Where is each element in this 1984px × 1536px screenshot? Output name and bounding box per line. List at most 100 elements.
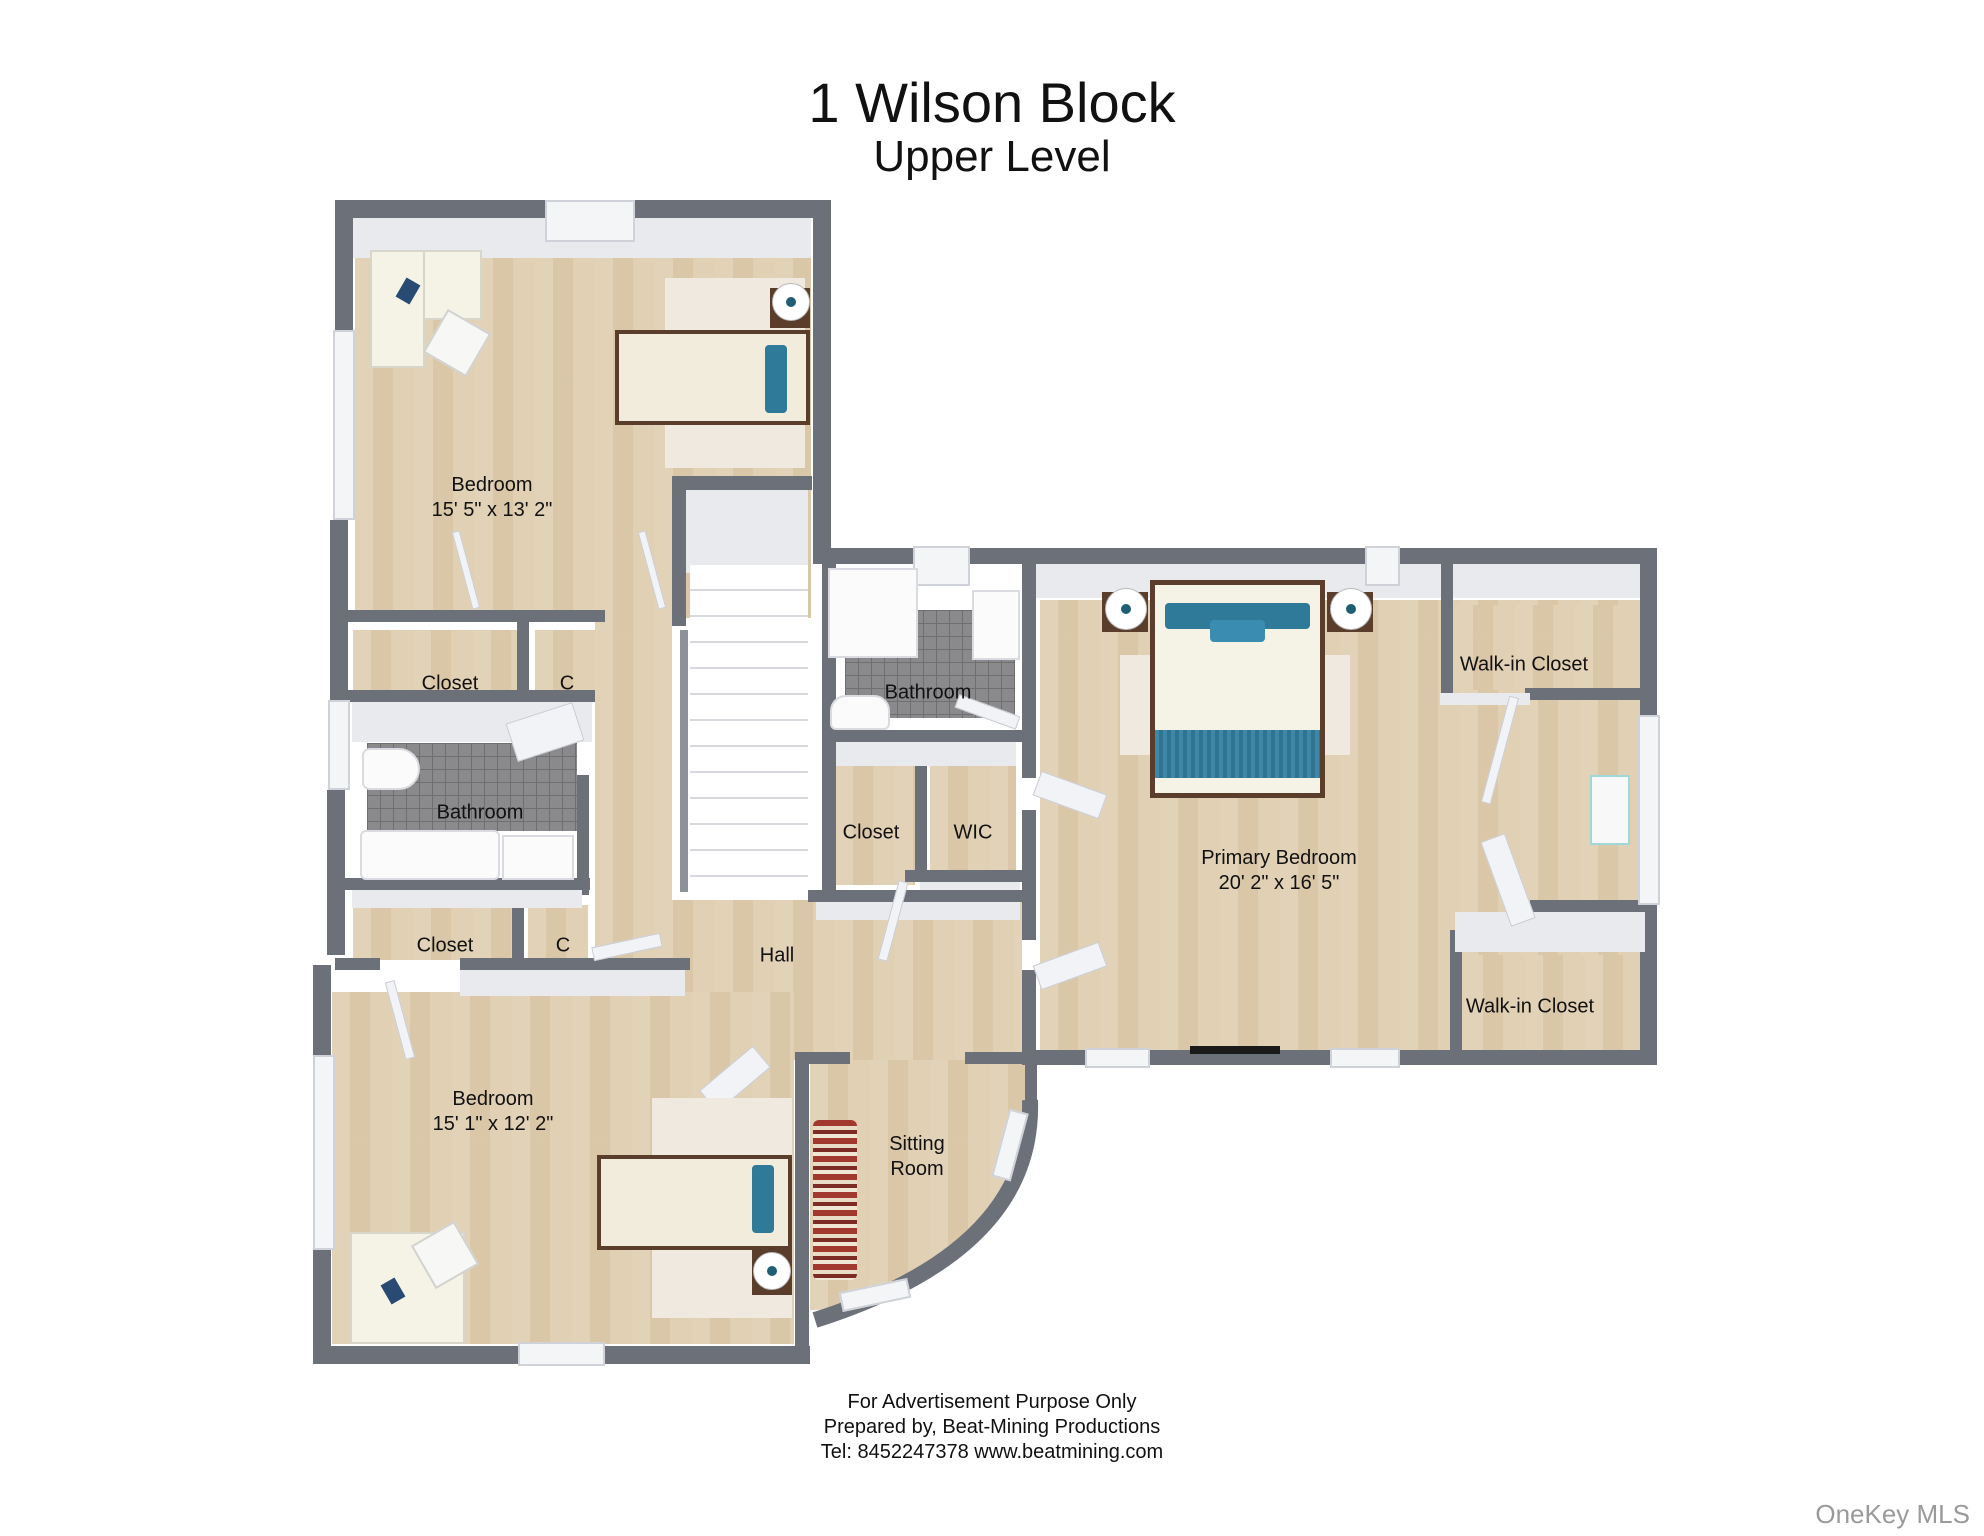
wall [1022, 548, 1036, 778]
wall [605, 1346, 810, 1364]
vanity [972, 590, 1020, 660]
window [1330, 1048, 1400, 1068]
shower [828, 568, 918, 658]
wall [335, 958, 380, 970]
wall [905, 870, 1022, 882]
floor-walkin-top [1455, 605, 1625, 690]
pillow [752, 1165, 774, 1233]
lamp [753, 1252, 791, 1290]
room-label-closet-center: Closet [842, 821, 900, 844]
lamp [1105, 588, 1147, 630]
floor-c-mid [528, 905, 588, 960]
wall [795, 1060, 809, 1360]
striped-bench [813, 1120, 857, 1280]
toilet [830, 695, 890, 730]
wall [672, 476, 812, 490]
stair-well-wall [676, 488, 808, 573]
room-name: Bedroom [452, 1088, 534, 1110]
room-name-line1: Sitting [889, 1133, 945, 1155]
footer-line-disclaimer: For Advertisement Purpose Only [847, 1391, 1137, 1413]
floor-wic [930, 765, 1016, 870]
wall [1525, 688, 1655, 700]
lamp [772, 283, 810, 321]
wall [795, 1052, 850, 1064]
room-dimensions: 15' 1" x 12' 2" [432, 1113, 554, 1135]
wall [1022, 810, 1036, 940]
floor-c-top [535, 630, 595, 690]
pillow [1210, 620, 1265, 642]
room-label-bedroom-top: Bedroom 15' 5" x 13' 2" [432, 473, 553, 523]
wall [340, 610, 605, 622]
wall [460, 958, 690, 970]
footer-line-contact: Tel: 8452247378 www.beatmining.com [820, 1441, 1164, 1463]
wall [1025, 1050, 1085, 1065]
vanity [502, 835, 574, 880]
wall [1400, 1050, 1657, 1065]
floor-closet-center [835, 765, 915, 885]
plan-subtitle: Upper Level [873, 132, 1111, 181]
window [545, 200, 635, 242]
floor-closet-top [353, 630, 521, 690]
window [518, 1342, 605, 1366]
wall [1530, 900, 1655, 912]
wall [327, 790, 345, 955]
room-label-c-top: C [559, 672, 575, 695]
bathtub [360, 830, 500, 880]
wall [672, 476, 686, 626]
room-dimensions: 20' 2" x 16' 5" [1218, 872, 1340, 894]
room-name-line2: Room [890, 1158, 944, 1180]
wall [577, 775, 589, 895]
wall [313, 1250, 331, 1364]
toilet [362, 748, 420, 790]
room-dimensions: 15' 5" x 13' 2" [431, 499, 553, 521]
room-label-c-mid: C [555, 934, 571, 957]
mls-watermark: OneKey MLS [1815, 1499, 1970, 1529]
wall [1022, 970, 1036, 1065]
wall [313, 1346, 518, 1364]
wall [635, 200, 831, 218]
wall [1025, 1050, 1037, 1110]
wall [915, 735, 927, 870]
inner-wall [352, 890, 582, 908]
wall [813, 548, 913, 564]
inner-wall [460, 970, 685, 996]
wall [340, 690, 595, 702]
wall [970, 548, 1365, 564]
room-label-bedroom-bottom: Bedroom 15' 1" x 12' 2" [433, 1087, 554, 1137]
room-label-bathroom-left: Bathroom [436, 801, 524, 824]
footer-line-preparer: Prepared by, Beat-Mining Productions [823, 1416, 1161, 1438]
bed-throw [1155, 730, 1320, 778]
wall [808, 890, 1022, 902]
wall [1441, 548, 1453, 693]
wall [965, 1052, 1035, 1064]
wall [335, 200, 545, 218]
inner-wall [816, 902, 1020, 920]
room-label-walkin-closet-top: Walk-in Closet [1459, 653, 1589, 676]
room-label-hall: Hall [759, 944, 795, 967]
vanity-desk [1590, 775, 1630, 845]
window [333, 330, 355, 520]
staircase[interactable] [690, 565, 808, 893]
wall [517, 610, 529, 695]
room-name: Bedroom [451, 474, 533, 496]
wall [1450, 930, 1462, 1060]
stair-handrail [680, 630, 688, 892]
wall [813, 200, 831, 550]
room-label-wic: WIC [953, 821, 993, 844]
room-label-primary-bedroom: Primary Bedroom 20' 2" x 16' 5" [1201, 846, 1357, 896]
floor-closet-mid [353, 905, 513, 960]
lamp [1330, 588, 1372, 630]
plan-title: 1 Wilson Block [808, 71, 1176, 134]
pillow [765, 345, 787, 413]
window [1638, 715, 1660, 905]
inner-wall [1455, 912, 1645, 952]
room-name: Primary Bedroom [1201, 847, 1357, 869]
fireplace [1190, 1046, 1280, 1054]
window [1365, 546, 1400, 586]
room-label-sitting-room: Sitting Room [889, 1132, 945, 1182]
room-label-closet-top: Closet [421, 672, 479, 695]
inner-wall [836, 742, 1016, 766]
room-label-closet-mid: Closet [416, 934, 474, 957]
room-label-walkin-closet-bottom: Walk-in Closet [1465, 995, 1595, 1018]
